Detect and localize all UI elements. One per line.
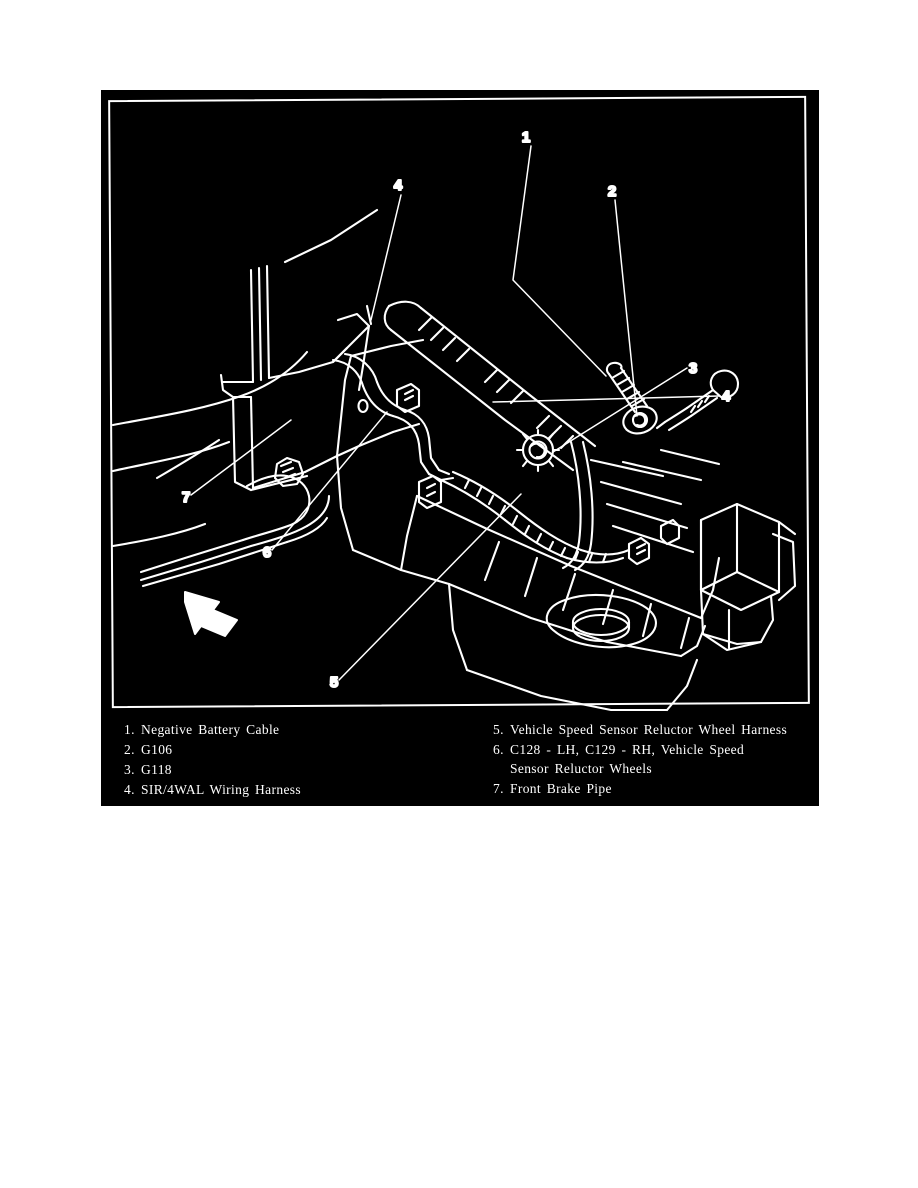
callout-number-5: 5 xyxy=(330,674,338,691)
leader-line-2 xyxy=(614,199,638,417)
callout-leader-lines xyxy=(190,145,720,681)
sir-4wal-wiring-harness xyxy=(383,300,597,472)
callout-number-4-harness-lower: 4 xyxy=(722,388,731,405)
g118-ground-terminal xyxy=(515,428,561,473)
legend-label-4: SIR/4WAL Wiring Harness xyxy=(141,782,301,797)
legend-item-1: 1. Negative Battery Cable xyxy=(124,720,454,739)
leader-line-4a xyxy=(370,194,402,321)
legend-label-6-line1: C128 - LH, C129 - RH, Vehicle Speed xyxy=(510,742,745,757)
floor-pan-plate xyxy=(335,338,451,586)
callout-number-1: 1 xyxy=(522,129,530,146)
ground-stud-cable xyxy=(561,440,594,572)
leader-line-5 xyxy=(338,493,522,681)
axle-web-hatching xyxy=(589,448,721,554)
legend-label-6-line2: Sensor Reluctor Wheels xyxy=(510,761,652,776)
axle-boss-hole xyxy=(545,594,657,649)
forward-direction-arrow xyxy=(184,591,238,637)
fender-contour-lines xyxy=(111,350,309,548)
legend-item-7: 7. Front Brake Pipe xyxy=(493,779,813,798)
legend-label-6: C128 - LH, C129 - RH, Vehicle Speed Sens… xyxy=(510,740,813,778)
cab-floor-panel xyxy=(219,208,379,492)
figure-legend: 1. Negative Battery Cable 2. G106 3. G11… xyxy=(110,720,810,800)
frame-rail-end xyxy=(699,502,797,652)
leader-line-6 xyxy=(271,411,388,551)
negative-battery-cable xyxy=(605,361,649,414)
leader-line-1 xyxy=(512,145,607,377)
legend-item-3: 3. G118 xyxy=(124,760,454,779)
harness-branch-mid xyxy=(331,352,455,482)
legend-label-7: Front Brake Pipe xyxy=(510,781,612,796)
callout-numbers: 1 2 3 4 4 5 6 7 xyxy=(181,128,732,692)
legend-item-2: 2. G106 xyxy=(124,740,454,759)
legend-column-right: 5. Vehicle Speed Sensor Reluctor Wheel H… xyxy=(493,720,813,799)
front-axle-beam xyxy=(415,494,721,712)
legend-item-5: 5. Vehicle Speed Sensor Reluctor Wheel H… xyxy=(493,720,813,739)
legend-number-2: 2. xyxy=(124,742,135,757)
legend-label-5: Vehicle Speed Sensor Reluctor Wheel Harn… xyxy=(510,722,788,737)
leader-line-4b xyxy=(492,395,720,403)
legend-number-5: 5. xyxy=(493,722,504,737)
harness-connector-blocks xyxy=(395,382,443,510)
legend-number-1: 1. xyxy=(124,722,135,737)
legend-number-6: 6. xyxy=(493,742,504,757)
leader-line-7 xyxy=(190,419,292,496)
legend-number-3: 3. xyxy=(124,762,135,777)
harness-retainer-clips xyxy=(627,518,681,566)
legend-item-6: 6. C128 - LH, C129 - RH, Vehicle Speed S… xyxy=(493,740,813,778)
technical-line-drawing: 1 2 3 4 4 5 6 7 xyxy=(111,128,797,712)
legend-number-4: 4. xyxy=(124,782,135,797)
callout-number-2: 2 xyxy=(608,183,616,200)
callout-number-4-harness-upper: 4 xyxy=(394,177,403,194)
legend-label-2: G106 xyxy=(141,742,173,757)
legend-number-7: 7. xyxy=(493,781,504,796)
leader-line-3 xyxy=(552,367,688,453)
g106-ring-terminal xyxy=(622,405,658,435)
legend-label-1: Negative Battery Cable xyxy=(141,722,280,737)
callout-number-7: 7 xyxy=(182,489,190,506)
mounting-bolt xyxy=(655,369,740,432)
callout-number-6: 6 xyxy=(263,544,271,561)
legend-column-left: 1. Negative Battery Cable 2. G106 3. G11… xyxy=(124,720,454,800)
vehicle-speed-sensor-reluctor-wheel-harness xyxy=(439,470,631,564)
figure-panel: 1 2 3 4 4 5 6 7 1. Negative Battery Cabl… xyxy=(101,90,819,806)
legend-item-4: 4. SIR/4WAL Wiring Harness xyxy=(124,780,454,799)
callout-number-3: 3 xyxy=(689,360,697,377)
legend-label-3: G118 xyxy=(141,762,172,777)
